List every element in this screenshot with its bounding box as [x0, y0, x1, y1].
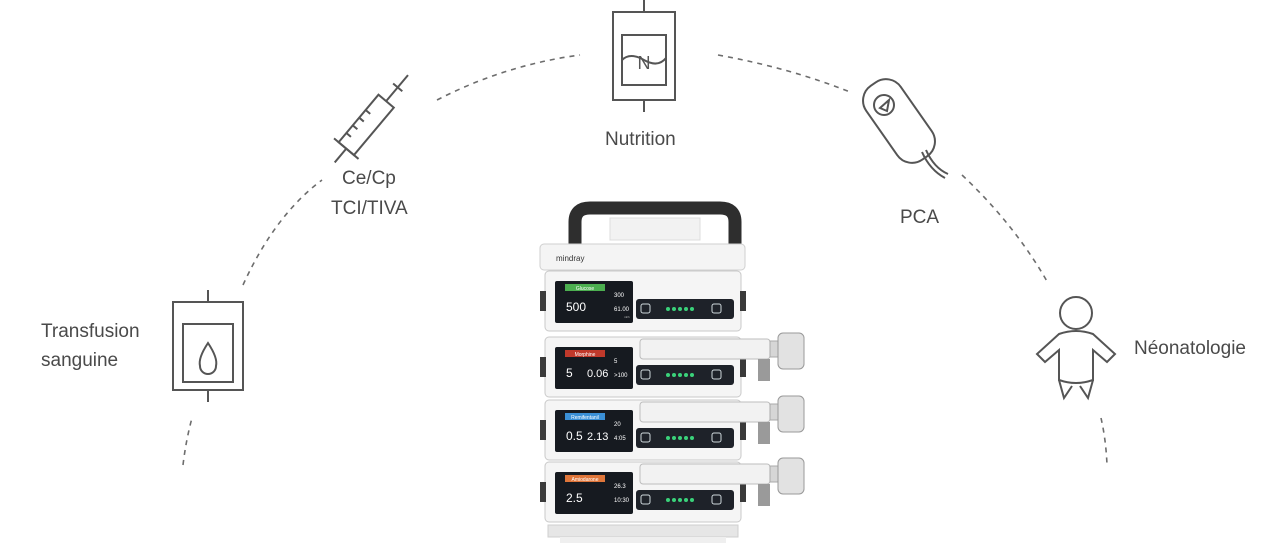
syringe-barrel: [639, 463, 771, 485]
status-led: [690, 373, 694, 377]
stop-button-icon: [711, 303, 722, 314]
status-led: [684, 307, 688, 311]
syringe-driver-knob: [777, 457, 805, 495]
status-led: [672, 498, 676, 502]
syringe-clamp: [758, 484, 770, 506]
drug-name-bar: [565, 413, 605, 420]
pump-side-clamp: [740, 482, 746, 502]
stop-button-icon: [711, 494, 722, 505]
status-led: [666, 307, 670, 311]
secondary-value: >100: [614, 373, 628, 379]
secondary-value: 61.00: [614, 307, 630, 313]
arc-segment: [182, 417, 193, 466]
arc-segment: [717, 54, 851, 93]
stack-header: [539, 243, 746, 271]
extra-value: 26.3: [614, 484, 626, 490]
status-led: [666, 436, 670, 440]
pump-side-clamp: [540, 291, 546, 311]
status-led: [690, 436, 694, 440]
pump-screen: [555, 472, 633, 514]
extra-value: 20: [614, 422, 621, 428]
status-led: [690, 498, 694, 502]
status-led: [666, 373, 670, 377]
syringe-driver-knob: [777, 395, 805, 433]
drug-name: Glucose: [576, 286, 595, 292]
arc-segment: [961, 174, 1049, 284]
syringe-driver-knob: [777, 332, 805, 370]
power-button-icon: [640, 494, 651, 505]
stop-button-icon: [711, 369, 722, 380]
nutrition-label: Nutrition: [605, 129, 676, 150]
drug-name: Remifentanil: [571, 415, 599, 421]
drug-name: Morphine: [575, 352, 596, 358]
syringe-icon: [333, 74, 409, 164]
main-value: 5: [566, 366, 573, 380]
arc-segment: [1100, 417, 1108, 466]
transfusion-label-line2: sanguine: [41, 350, 119, 371]
status-led: [684, 498, 688, 502]
transfusion-label-line1: Transfusion: [41, 321, 140, 342]
arc-segment: [242, 179, 323, 286]
pump-screen: [555, 281, 633, 323]
brand-logo: mindray: [556, 254, 584, 263]
extra-value: 5: [614, 359, 618, 365]
nutrition-bag-icon: N: [612, 0, 676, 112]
drug-name-bar: [565, 284, 605, 291]
syringe-barrel: [639, 401, 771, 423]
status-led: [678, 373, 682, 377]
pump-side-clamp: [740, 420, 746, 440]
power-button-icon: [640, 432, 651, 443]
pump-screen: [555, 410, 633, 452]
drug-name: Amiodarone: [572, 477, 599, 483]
secondary-value: 4:05: [614, 436, 626, 442]
status-led: [678, 436, 682, 440]
arc-segment: [436, 54, 581, 101]
power-button-icon: [640, 303, 651, 314]
mid-value: 2.13: [587, 431, 608, 443]
drug-name-bar: [565, 475, 605, 482]
stop-button-icon: [711, 432, 722, 443]
status-led: [678, 498, 682, 502]
drug-name-bar: [565, 350, 605, 357]
pump-side-clamp: [740, 357, 746, 377]
syringe-clamp: [758, 359, 770, 381]
mid-value: 0.06: [587, 368, 608, 380]
main-value: 0.5: [566, 429, 583, 443]
extra-value: 300: [614, 293, 625, 299]
pca-button-icon: [862, 78, 949, 179]
status-led: [684, 436, 688, 440]
syringe-barrel: [639, 338, 771, 360]
status-led: [678, 307, 682, 311]
tci-label-line1: Ce/Cp: [342, 168, 396, 189]
status-led: [672, 307, 676, 311]
syringe-clamp: [758, 422, 770, 444]
main-value: 500: [566, 300, 586, 314]
status-led: [672, 436, 676, 440]
pump-side-clamp: [540, 420, 546, 440]
baby-icon: [1035, 296, 1117, 401]
status-led: [666, 498, 670, 502]
nutrition-letter: N: [638, 53, 651, 73]
status-led: [684, 373, 688, 377]
secondary-unit: ml/h: [624, 315, 630, 319]
carry-handle: [568, 201, 742, 268]
pump-side-clamp: [540, 357, 546, 377]
neonatology-label: Néonatologie: [1134, 338, 1246, 359]
secondary-value: 10:30: [614, 498, 630, 504]
status-led: [690, 307, 694, 311]
blood-bag-icon: [172, 290, 244, 402]
pump-screen: [555, 347, 633, 389]
pump-side-clamp: [540, 482, 546, 502]
tci-label-line2: TCI/TIVA: [331, 198, 408, 219]
power-button-icon: [640, 369, 651, 380]
main-value: 2.5: [566, 491, 583, 505]
pump-side-clamp: [740, 291, 746, 311]
pca-label: PCA: [900, 207, 940, 228]
dashed-arc: [182, 54, 1108, 466]
status-led: [672, 373, 676, 377]
